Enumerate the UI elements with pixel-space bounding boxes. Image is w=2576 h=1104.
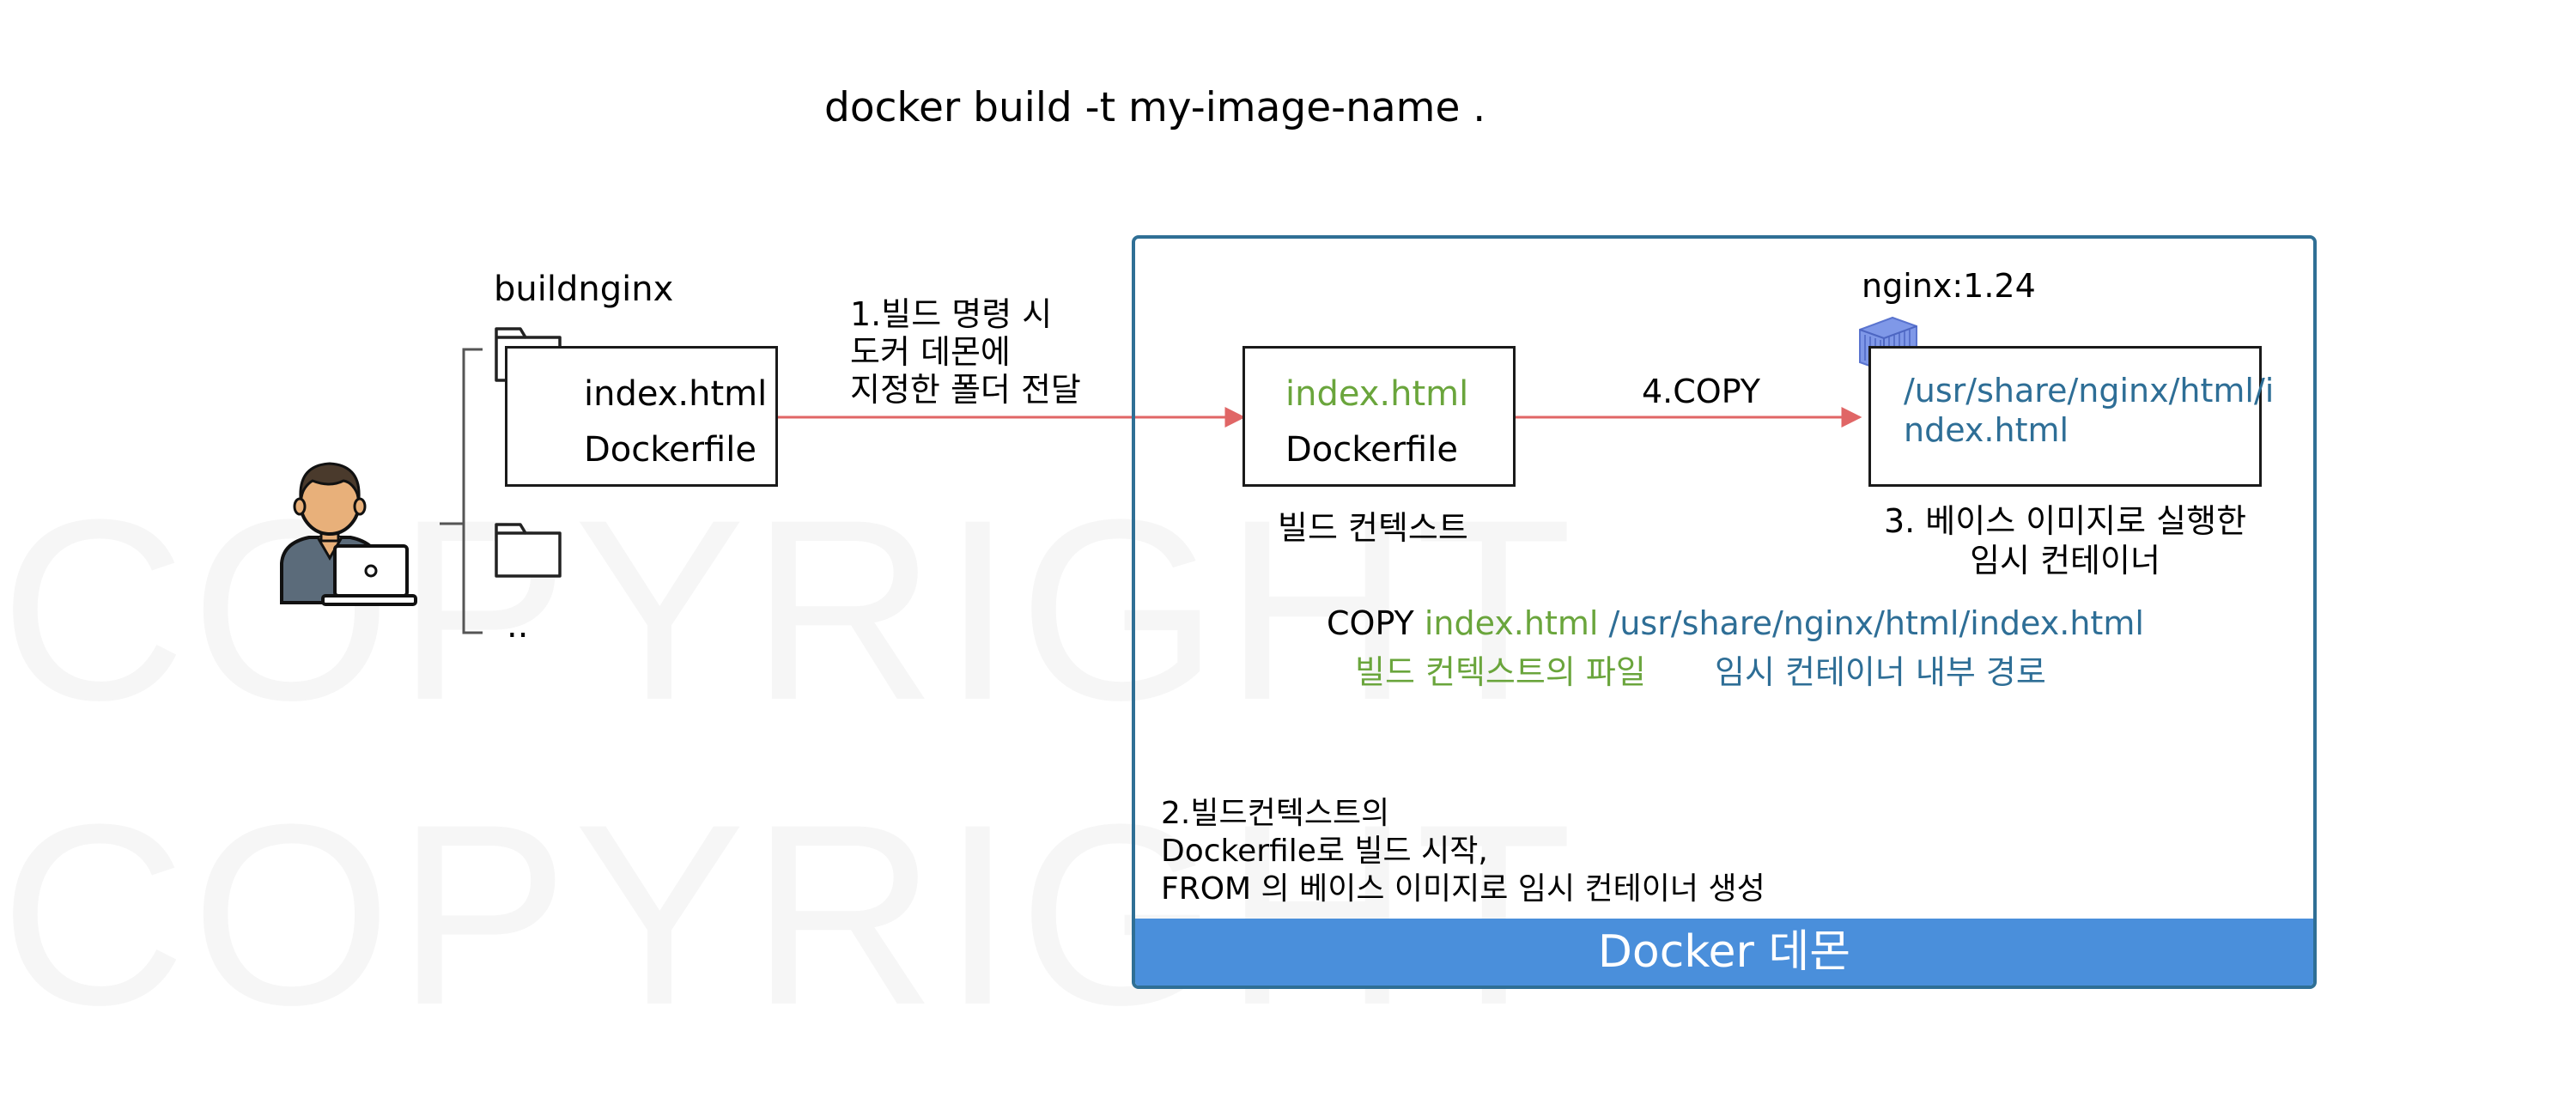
step1-line: 지정한 폴더 전달: [850, 371, 1081, 409]
copy-instruction: COPY index.html /usr/share/nginx/html/in…: [1327, 604, 2144, 642]
context-file-dockerfile: Dockerfile: [1285, 430, 1458, 470]
step2-label: 2.빌드컨텍스트의 Dockerfile로 빌드 시작, FROM 의 베이스 …: [1161, 795, 1765, 908]
docker-daemon-label: Docker 데몬: [1135, 919, 2313, 986]
docker-build-command: docker build -t my-image-name .: [824, 84, 1486, 131]
parent-dir-label: ..: [507, 606, 529, 646]
developer-laptop-icon: [280, 462, 417, 606]
file-index-html: index.html: [584, 374, 768, 414]
temp-container-box: /usr/share/nginx/html/i ndex.html: [1868, 346, 2274, 487]
copy-dest-label: 임시 컨테이너 내부 경로: [1715, 653, 2046, 691]
step2-line: 2.빌드컨텍스트의: [1161, 796, 1390, 831]
container-path: /usr/share/nginx/html/i ndex.html: [1904, 371, 2274, 450]
temp-container-caption: 3. 베이스 이미지로 실행한 임시 컨테이너: [1868, 501, 2262, 580]
copy-keyword: COPY: [1327, 604, 1414, 642]
copy-src-label: 빌드 컨텍스트의 파일: [1355, 653, 1646, 691]
watermark: COPYRIGHT: [0, 770, 1578, 1059]
container-path-line: ndex.html: [1904, 411, 2069, 449]
base-image-name: nginx:1.24: [1862, 267, 2036, 305]
folder-name-label: buildnginx: [494, 270, 674, 309]
host-folder-box: index.html Dockerfile: [505, 346, 778, 487]
folder-icon: [495, 523, 562, 578]
step2-line: FROM 의 베이스 이미지로 임시 컨테이너 생성: [1161, 871, 1765, 907]
step2-line: Dockerfile로 빌드 시작,: [1161, 834, 1488, 869]
context-file-index-html: index.html: [1285, 374, 1469, 414]
container-path-line: /usr/share/nginx/html/i: [1904, 372, 2275, 409]
temp-container-caption-line: 3. 베이스 이미지로 실행한: [1883, 502, 2247, 540]
step4-copy-label: 4.COPY: [1642, 373, 1760, 410]
copy-dest: /usr/share/nginx/html/index.html: [1608, 604, 2144, 642]
temp-container-caption-line: 임시 컨테이너: [1970, 542, 2160, 579]
step1-label: 1.빌드 명령 시 도커 데몬에 지정한 폴더 전달: [850, 295, 1081, 409]
tree-bracket: [462, 348, 483, 634]
build-context-box: index.html Dockerfile: [1242, 346, 1516, 487]
step1-line: 1.빌드 명령 시: [850, 295, 1053, 333]
docker-daemon-panel: Docker 데몬: [1132, 235, 2317, 989]
watermark: COPYRIGHT: [0, 465, 1578, 754]
file-dockerfile: Dockerfile: [584, 430, 756, 470]
build-context-label: 빌드 컨텍스트: [1278, 509, 1468, 547]
step1-line: 도커 데몬에: [850, 333, 1011, 371]
copy-src: index.html: [1424, 604, 1599, 642]
